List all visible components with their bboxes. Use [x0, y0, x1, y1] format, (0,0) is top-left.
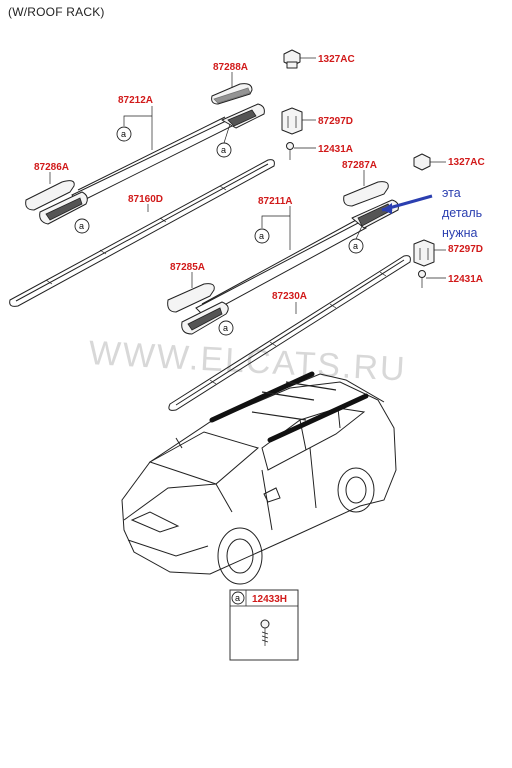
callout-a-2: a — [216, 123, 232, 158]
label-87288a: 87288A — [213, 62, 248, 73]
nut-1327ac-top — [283, 49, 301, 69]
nut-1327ac-right — [413, 153, 431, 171]
vehicle-roof-rail-right — [267, 393, 369, 443]
watermark: WWW.ELCATS.RU — [88, 334, 408, 389]
rail-foot-upper-right — [221, 103, 265, 129]
label-87285a: 87285A — [170, 262, 205, 273]
legend-callout: a — [235, 593, 240, 603]
cross-bar-87230a — [168, 255, 411, 411]
screw-12431a-top — [286, 142, 294, 160]
callout-a-4: a — [254, 228, 270, 244]
callout-a-1: a — [116, 126, 132, 142]
label-1327ac-top: 1327AC — [318, 54, 355, 65]
end-cover-87285a — [167, 283, 215, 313]
svg-text:a: a — [353, 241, 358, 251]
callout-a-3: a — [74, 218, 90, 234]
note-arrowhead — [382, 203, 392, 214]
rail-foot-upper-left — [39, 191, 88, 225]
label-87287a: 87287A — [342, 160, 377, 171]
callout-a-6: a — [218, 320, 234, 336]
label-1327ac-right: 1327AC — [448, 157, 485, 168]
label-87297d-right: 87297D — [448, 244, 483, 255]
svg-text:a: a — [121, 129, 126, 139]
label-87211a: 87211A — [258, 196, 292, 207]
label-87212a: 87212A — [118, 95, 153, 106]
label-87230a: 87230A — [272, 291, 307, 302]
label-12431a-top: 12431A — [318, 144, 353, 155]
svg-text:a: a — [221, 145, 226, 155]
legend-box: a 12433H — [229, 589, 299, 661]
label-87160d: 87160D — [128, 194, 163, 205]
clip-87297d-top — [281, 107, 303, 135]
svg-text:a: a — [79, 221, 84, 231]
vehicle-roof-rail-left — [209, 371, 315, 423]
vehicle-illustration — [121, 373, 397, 585]
cross-bar-87160d — [9, 159, 275, 307]
callout-a-5: a — [348, 225, 364, 254]
screw-12431a-right — [418, 270, 426, 288]
note-line-3: нужна — [442, 226, 478, 240]
end-cover-87286a — [25, 180, 75, 211]
label-87297d-top: 87297D — [318, 116, 353, 127]
label-12431a-right: 12431A — [448, 274, 483, 285]
end-cover-87287a — [343, 181, 389, 207]
svg-text:a: a — [259, 231, 264, 241]
rail-foot-lower-left — [181, 301, 229, 335]
legend-part-number: 12433H — [252, 594, 287, 605]
label-87286a: 87286A — [34, 162, 69, 173]
vehicle-roof-bars — [251, 381, 337, 421]
screw-12433h-icon — [260, 619, 270, 646]
clip-87297d-right — [413, 239, 435, 267]
svg-text:a: a — [223, 323, 228, 333]
note-line-2: деталь — [442, 206, 483, 220]
note-line-1: эта — [442, 186, 461, 200]
end-cover-87288a — [211, 83, 253, 105]
diagram-title: (W/ROOF RACK) — [8, 5, 105, 19]
